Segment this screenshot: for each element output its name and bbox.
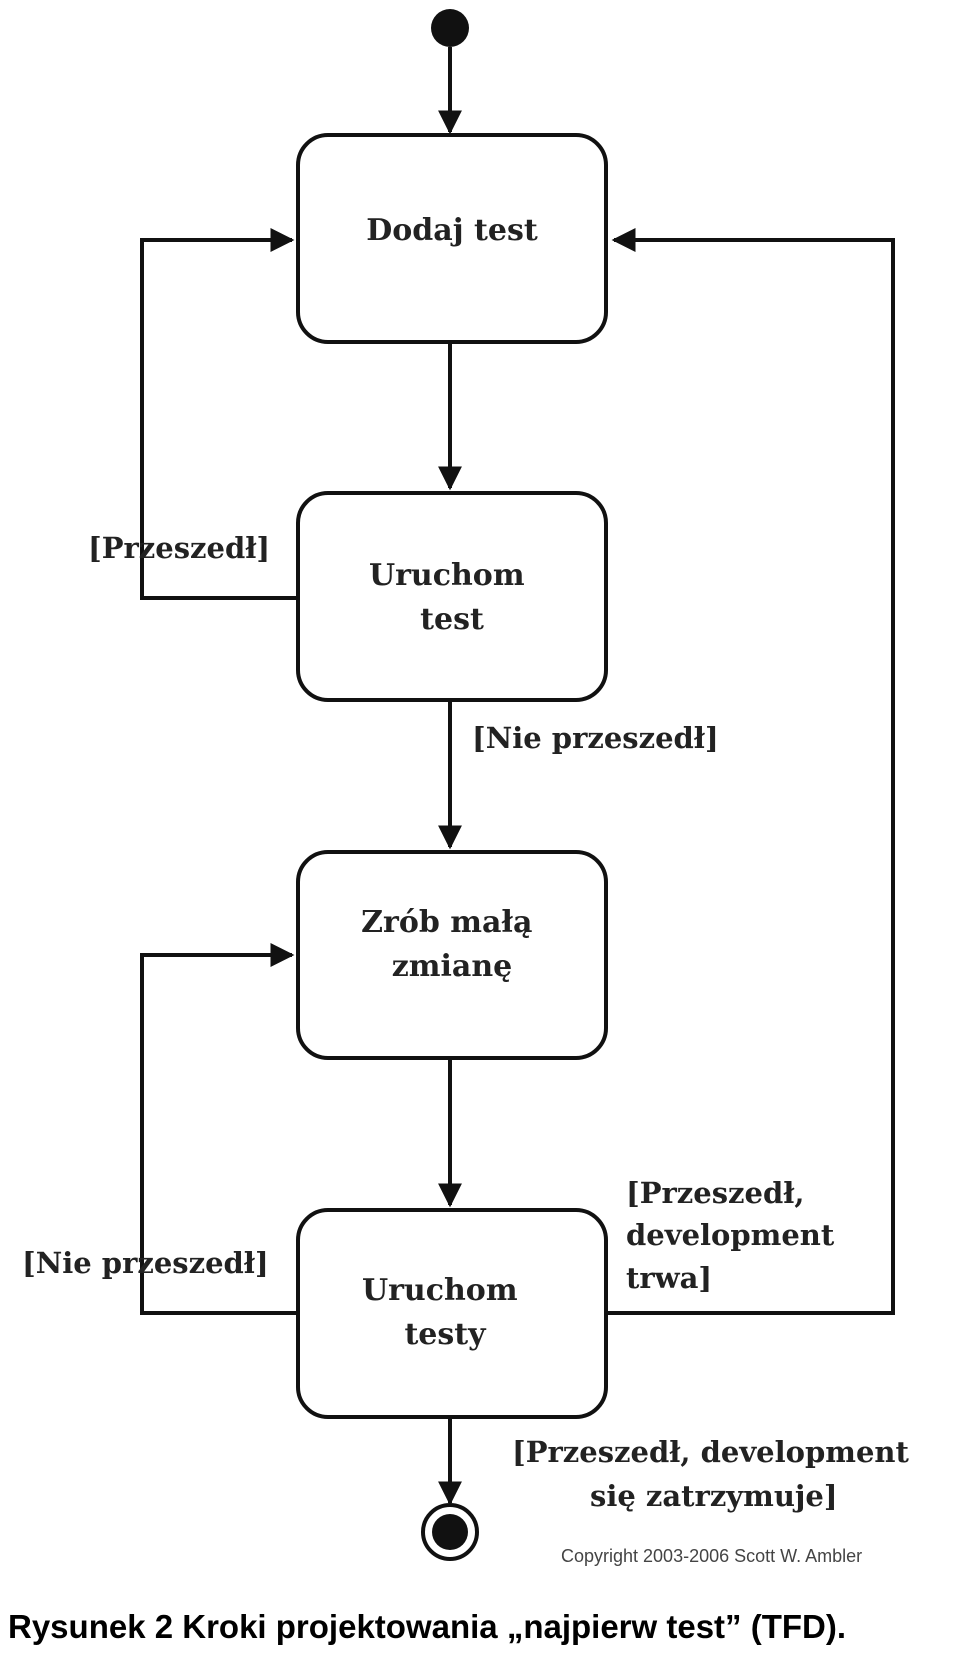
state-run-tests-line-1: Uruchom [362, 1273, 518, 1308]
initial-node [431, 9, 469, 47]
guard-run-tests-passed-continue: [Przeszedł, development trwa] [626, 1176, 844, 1295]
state-add-test-line: Dodaj test [366, 213, 538, 248]
guard-run-tests-failed: [Nie przeszedł] [22, 1246, 269, 1280]
svg-text:Dodaj test: Dodaj test [366, 213, 538, 248]
state-run-tests: Uruchom testy [296, 1208, 608, 1419]
edge-run-test-to-add-test [140, 228, 298, 600]
state-run-test: Uruchom test [296, 491, 608, 702]
svg-text:Uruchom testy: Uruchom testy [362, 1273, 528, 1352]
state-make-change-line-2: zmianę [392, 949, 513, 984]
final-node [421, 1503, 479, 1561]
state-run-test-line-2: test [420, 602, 484, 637]
edge-run-tests-to-add-test [606, 228, 895, 1315]
figure-caption: Rysunek 2 Kroki projektowania „najpierw … [8, 1608, 847, 1645]
state-run-tests-line-2: testy [404, 1317, 487, 1352]
state-make-change: Zrób małą zmianę [296, 850, 608, 1060]
state-run-test-line-1: Uruchom [369, 558, 525, 593]
state-make-change-line-1: Zrób małą [361, 905, 532, 940]
guard-run-test-passed: [Przeszedł] [88, 531, 270, 565]
svg-text:Uruchom test: Uruchom test [369, 558, 535, 637]
edge-run-tests-to-make-change [140, 943, 298, 1315]
svg-text:Zrób małą zmianę: Zrób małą zmianę [361, 905, 543, 984]
state-add-test: Dodaj test [296, 133, 608, 344]
copyright-notice: Copyright 2003-2006 Scott W. Ambler [561, 1546, 862, 1566]
guard-run-tests-passed-stop: [Przeszedł, development się zatrzymuje] [512, 1435, 919, 1513]
guard-run-test-failed: [Nie przeszedł] [472, 721, 719, 755]
